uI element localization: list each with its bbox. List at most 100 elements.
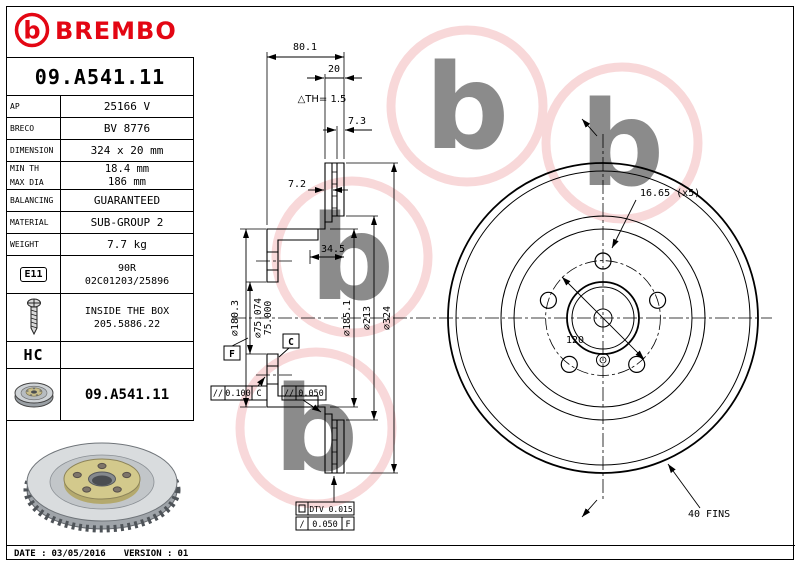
dim-min-th-label: △TH= 1.5 xyxy=(298,94,347,105)
fcf2-value: 0.050 xyxy=(298,389,324,399)
spec-row-inside-box: INSIDE THE BOX 205.5886.22 xyxy=(7,294,193,342)
dia-outer-label: ∅324 xyxy=(382,306,393,330)
spec-label-weight: WEIGHT xyxy=(7,234,61,255)
cross-section-view xyxy=(266,162,345,474)
part-number-box: 09.A541.11 xyxy=(7,58,193,96)
spec-label-hc: HC xyxy=(7,342,61,368)
spec-value-minth: 18.4 mm xyxy=(104,162,150,175)
bolt-holes-label: 16.65 (x5) xyxy=(640,188,700,199)
spec-row-balancing: BALANCING GUARANTEED xyxy=(7,190,193,212)
fcf2-symbol: // xyxy=(284,389,294,399)
dia-flange-label: ∅185.1 xyxy=(342,300,353,336)
dia-band-inner-label: ∅213 xyxy=(362,306,373,330)
bolt-circle-label: 120 xyxy=(566,335,584,346)
parallelism-frame-1 xyxy=(210,385,268,401)
datum-c-label: C xyxy=(288,337,294,348)
spec-value-hc xyxy=(61,342,193,368)
date-label: DATE : xyxy=(14,548,47,559)
spec-value-balancing: GUARANTEED xyxy=(93,194,161,207)
runout-frame xyxy=(295,516,355,531)
spec-label-minth: MIN TH xyxy=(7,162,61,176)
parallelism-frame-2 xyxy=(281,385,327,401)
version-label: VERSION : xyxy=(123,548,173,559)
watermark-brembo-logo: b xyxy=(541,62,703,224)
spec-label-material: MATERIAL xyxy=(7,212,61,233)
runout-symbol: / xyxy=(299,520,304,530)
spec-label-maxdia: MAX DIA xyxy=(7,175,61,189)
dtv-symbol xyxy=(298,504,306,513)
dimension-lines xyxy=(231,54,701,518)
watermark-brembo-logo: b xyxy=(386,25,548,187)
spec-row-ap: AP 25166 V xyxy=(7,96,193,118)
disc-render-image xyxy=(23,442,181,533)
fcf1-value: 0.100 xyxy=(225,389,251,399)
e11-line1: 90R xyxy=(117,262,137,274)
datum-f-box xyxy=(223,345,241,361)
dim-overall-width-label: 80.1 xyxy=(293,42,317,53)
spec-row-homologation: E11 90R 02C01203/25896 xyxy=(7,256,193,294)
spec-value-inside-box: INSIDE THE BOX 205.5886.22 xyxy=(61,294,193,341)
spec-row-hc: HC xyxy=(7,342,193,369)
e11-badge: E11 xyxy=(20,267,47,282)
dtv-label: DTV 0.015 xyxy=(309,505,353,514)
vent-vanes xyxy=(331,171,338,465)
dia-hat-outer-label: ∅180.3 xyxy=(230,300,241,336)
e11-line2: 02C01203/25896 xyxy=(84,275,170,287)
watermark-b-glyph: b xyxy=(580,75,664,213)
dim-hat-depth-label: 34.5 xyxy=(321,244,345,255)
fcf1-symbol: // xyxy=(213,389,223,399)
dtv-frame xyxy=(295,501,355,516)
datum-c-box xyxy=(282,333,300,349)
spec-value-dimension: 324 x 20 mm xyxy=(90,144,164,157)
version-value: 01 xyxy=(177,548,189,559)
dim-outboard-plate-label: 7.3 xyxy=(348,116,366,127)
disc-render xyxy=(22,424,182,543)
spec-row-minth-maxdia: MIN TH 18.4 mm MAX DIA 186 mm xyxy=(7,162,193,190)
footer-date: DATE : 03/05/2016 xyxy=(14,549,106,559)
screw-icon xyxy=(26,298,41,335)
date-value: 03/05/2016 xyxy=(51,548,106,559)
runout-datum: F xyxy=(345,520,350,530)
dim-inboard-plate-label: 7.2 xyxy=(288,179,306,190)
brembo-wordmark: BREMBO xyxy=(55,17,177,45)
inside-box-line2: 205.5886.22 xyxy=(93,318,161,330)
watermark-b-glyph: b xyxy=(425,38,509,176)
brembo-logo-svg: b BREMBO xyxy=(14,12,177,48)
spec-label-e11: E11 xyxy=(7,256,61,293)
spec-row-material: MATERIAL SUB-GROUP 2 xyxy=(7,212,193,234)
disc-icon xyxy=(14,382,53,407)
spec-value-e11: 90R 02C01203/25896 xyxy=(61,256,193,293)
brembo-emblem-ring xyxy=(14,12,50,48)
spec-label-ap: AP xyxy=(7,96,61,117)
spec-value-weight: 7.7 kg xyxy=(107,238,147,251)
spec-row-part-number: 09.A541.11 xyxy=(7,369,193,421)
spec-label-breco: BRECO xyxy=(7,118,61,139)
spec-subrow-maxdia: MAX DIA 186 mm xyxy=(7,175,193,189)
spec-label-dimension: DIMENSION xyxy=(7,140,61,161)
watermark-b-glyph: b xyxy=(274,360,358,498)
spec-row-weight: WEIGHT 7.7 kg xyxy=(7,234,193,256)
spec-table: 09.A541.11 AP 25166 V BRECO BV 8776 DIME… xyxy=(6,57,194,421)
inside-box-line1: INSIDE THE BOX xyxy=(84,305,170,317)
tolerance-frames xyxy=(210,333,355,531)
part-number: 09.A541.11 xyxy=(34,64,166,89)
spec-value-maxdia: 186 mm xyxy=(108,176,146,189)
drawing-labels: 80.1 20 △TH= 1.5 7.3 7.2 34.5 ∅180.3 ∅75… xyxy=(213,42,730,530)
spec-subrow-minth: MIN TH 18.4 mm xyxy=(7,162,193,176)
fins-label: 40 FINS xyxy=(688,509,730,520)
spec-value-ap: 25166 V xyxy=(103,100,151,113)
spec-label-screw xyxy=(7,294,61,341)
brembo-logo: b BREMBO xyxy=(10,8,190,56)
runout-value: 0.050 xyxy=(312,520,338,530)
spec-label-disc-icon xyxy=(7,369,61,420)
hc-badge: HC xyxy=(23,346,44,364)
datum-f-label: F xyxy=(229,349,235,360)
extension-lines xyxy=(240,52,398,474)
spec-row-breco: BRECO BV 8776 xyxy=(7,118,193,140)
dia-bore-upper-label: ∅75.074 xyxy=(253,298,264,338)
fcf1-datum: C xyxy=(256,389,261,399)
spec-label-balancing: BALANCING xyxy=(7,190,61,211)
dia-bore-lower-label: 75.000 xyxy=(263,301,274,336)
